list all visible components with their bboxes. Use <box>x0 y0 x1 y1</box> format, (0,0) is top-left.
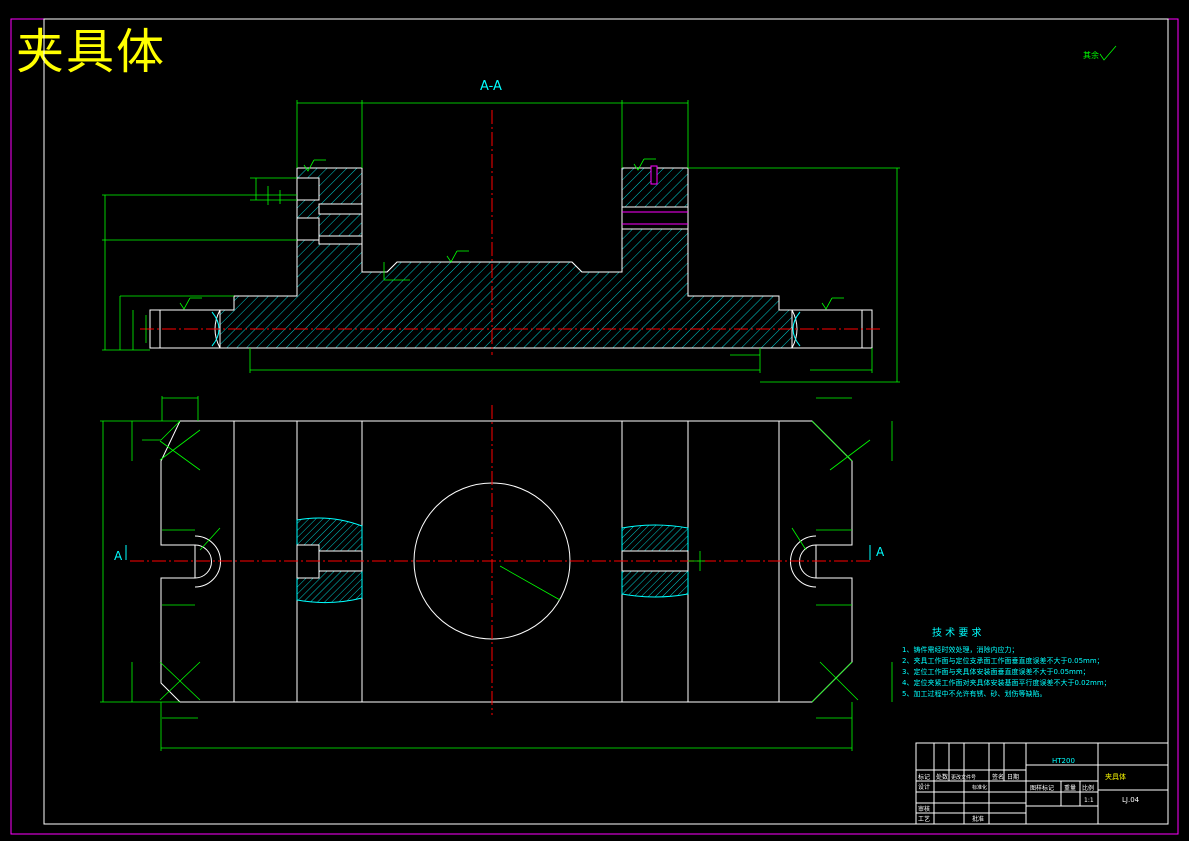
tech-item-5: 5、加工过程中不允许有锈、砂、划伤等缺陷。 <box>902 689 1046 698</box>
section-marker-left: A <box>114 549 123 563</box>
roughness-note: 其余 <box>1083 50 1099 60</box>
tb-standard-label: 标准化 <box>972 784 987 791</box>
tech-requirements: 技 术 要 求 1、铸件需经时效处理，消除内应力； 2、夹具工作面与定位支承面工… <box>902 626 1111 698</box>
tb-row-label-2: 处数 <box>936 773 948 781</box>
left-bore-upper <box>296 177 320 201</box>
title-block-text: HT200 夹具体 LJ.04 1:1 图样标记 重量 比例 标记 处数 更改文… <box>918 757 1140 823</box>
tb-row-label-5: 日期 <box>1007 773 1019 781</box>
tech-item-2: 2、夹具工作面与定位支承面工作面垂直度误差不大于0.05mm； <box>902 656 1104 665</box>
section-label: A-A <box>480 79 502 94</box>
tb-designer-label: 设计 <box>918 783 930 791</box>
tb-drawing-no: LJ.04 <box>1122 796 1140 804</box>
tb-marks-label: 图样标记 <box>1030 784 1054 792</box>
sheet-border-outer <box>10 18 1179 835</box>
left-bore-slot <box>318 203 363 215</box>
title-block <box>915 742 1169 825</box>
left-u-slot <box>161 544 212 579</box>
tb-weight-label: 重量 <box>1064 784 1076 792</box>
tech-item-4: 4、定位夹紧工作面对夹具体安装基面平行度误差不大于0.02mm； <box>902 678 1111 687</box>
drawing-title: 夹具体 <box>16 24 167 80</box>
left-bore-lower <box>296 217 320 241</box>
tb-material: HT200 <box>1052 757 1075 765</box>
tech-item-1: 1、铸件需经时效处理，消除内应力； <box>902 645 1018 654</box>
tb-part-name: 夹具体 <box>1105 772 1126 781</box>
section-marker-right: A <box>876 545 885 559</box>
tb-row-label-3: 更改文件号 <box>951 774 976 781</box>
tb-row-label-4: 签名 <box>992 773 1004 781</box>
tb-process-label: 工艺 <box>918 815 930 823</box>
tech-heading: 技 术 要 求 <box>932 626 982 639</box>
section-view <box>102 100 900 383</box>
right-hole-band <box>621 206 689 230</box>
right-pin-hole <box>650 165 658 185</box>
tech-item-3: 3、定位工作面与夹具体安装面垂直度误差不大于0.05mm； <box>902 667 1090 676</box>
tb-scale: 1:1 <box>1084 797 1094 804</box>
tb-review-label: 审核 <box>918 805 930 813</box>
tb-approve-label: 批准 <box>972 815 984 823</box>
tb-scale-label: 比例 <box>1082 784 1094 792</box>
tb-row-label-1: 标记 <box>918 773 930 781</box>
plan-view: A A <box>100 396 893 751</box>
sheet-border-inner <box>43 18 1169 825</box>
left-bore-slot2 <box>318 235 363 245</box>
roughness-symbol-icon <box>1099 45 1117 61</box>
